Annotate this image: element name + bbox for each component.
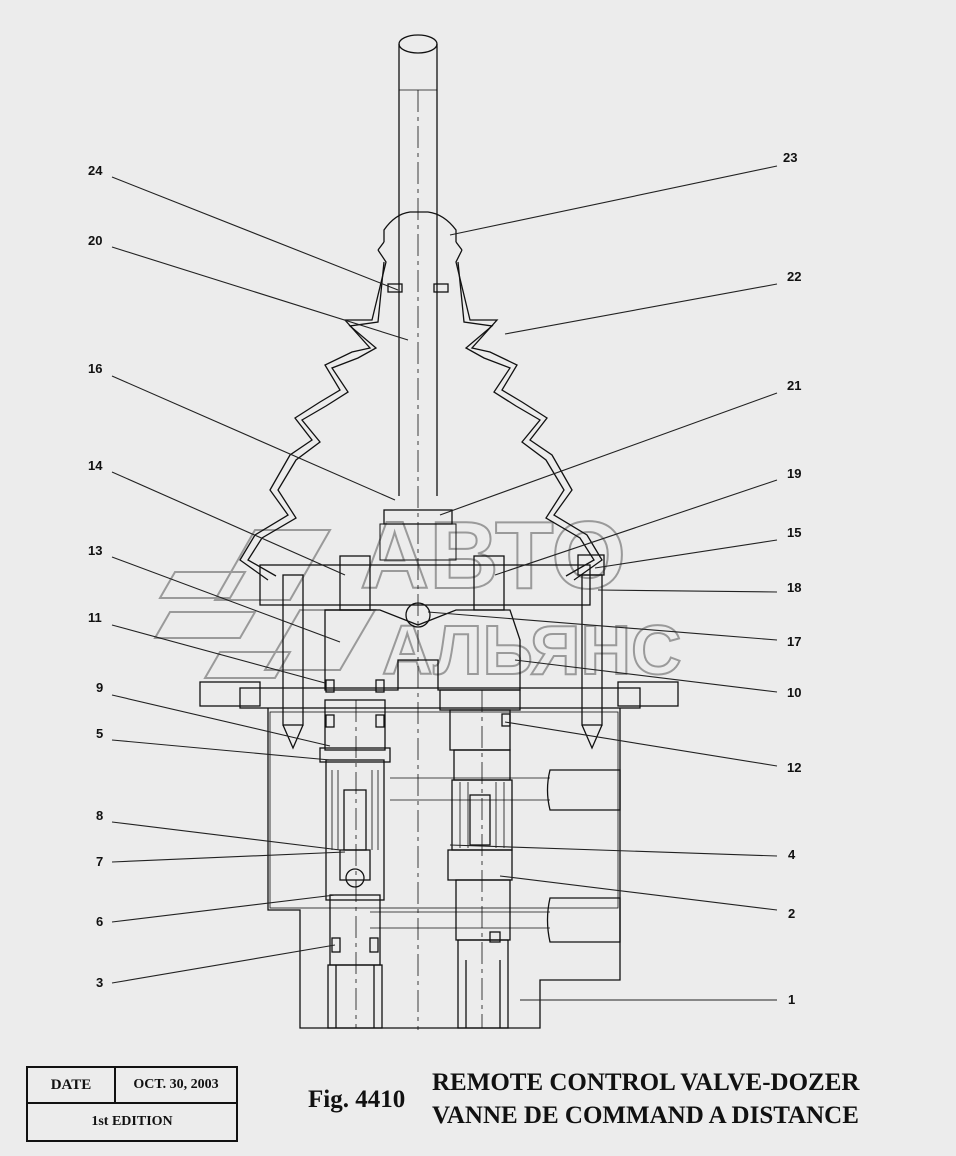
- callout-17: 17: [787, 634, 801, 649]
- callout-21: 21: [787, 378, 801, 393]
- callout-14: 14: [88, 458, 103, 473]
- date-row: DATE OCT. 30, 2003: [28, 1068, 236, 1104]
- date-edition-box: DATE OCT. 30, 2003 1st EDITION: [26, 1066, 238, 1142]
- figure-title-fr: VANNE DE COMMAND A DISTANCE: [432, 1102, 859, 1129]
- callout-15: 15: [787, 525, 801, 540]
- callout-23: 23: [783, 150, 797, 165]
- callout-10: 10: [787, 685, 801, 700]
- valve-assembly: [199, 34, 679, 1030]
- callout-20: 20: [88, 233, 102, 248]
- callout-19: 19: [787, 466, 801, 481]
- edition-label: 1st EDITION: [91, 1114, 173, 1129]
- callout-numbers: 24 23 20 22 16 21 14 19 15 13 18 11 17 9…: [88, 150, 801, 1007]
- figure-number: Fig. 4410: [308, 1086, 406, 1113]
- callout-16: 16: [88, 361, 102, 376]
- date-label: DATE: [28, 1068, 116, 1102]
- callout-22: 22: [787, 269, 801, 284]
- leader-lines: [111, 165, 778, 1001]
- callout-5: 5: [96, 726, 103, 741]
- callout-7: 7: [96, 854, 103, 869]
- callout-3: 3: [96, 975, 103, 990]
- date-value: OCT. 30, 2003: [133, 1077, 219, 1092]
- figure-titles: REMOTE CONTROL VALVE-DOZER VANNE DE COMM…: [432, 1066, 944, 1132]
- callout-4: 4: [788, 847, 796, 862]
- callout-2: 2: [788, 906, 795, 921]
- callout-1: 1: [788, 992, 795, 1007]
- watermark-text-line2: АЛЬЯНС: [382, 611, 682, 689]
- callout-13: 13: [88, 543, 102, 558]
- callout-18: 18: [787, 580, 801, 595]
- callout-24: 24: [88, 163, 103, 178]
- callout-11: 11: [88, 610, 102, 625]
- callout-9: 9: [96, 680, 103, 695]
- callout-12: 12: [787, 760, 801, 775]
- figure-title-en: REMOTE CONTROL VALVE-DOZER: [432, 1069, 860, 1096]
- callout-6: 6: [96, 914, 103, 929]
- callout-8: 8: [96, 808, 103, 823]
